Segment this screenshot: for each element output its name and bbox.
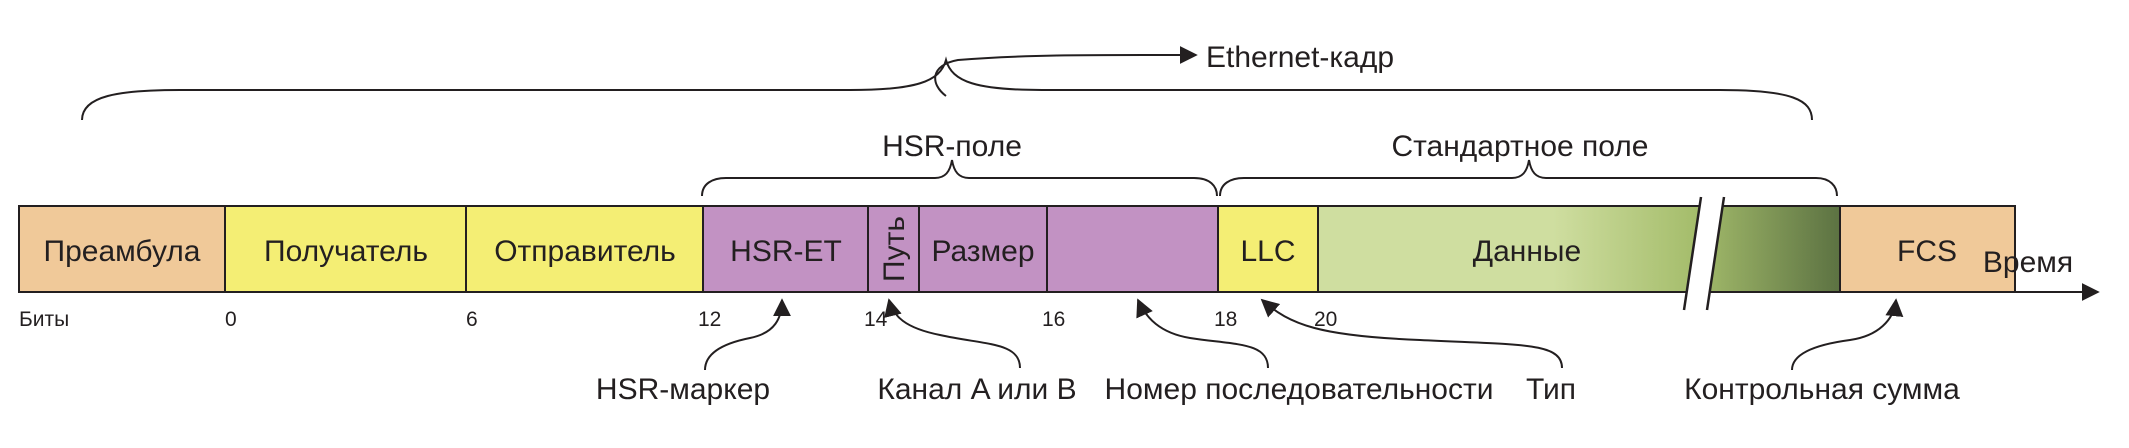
type-pointer: [1260, 298, 1563, 369]
channel-label: Канал A или B: [877, 373, 1076, 406]
tick-label: 20: [1314, 308, 1337, 331]
hsr-marker-pointer: [704, 298, 791, 371]
data-label: Данные: [1473, 235, 1581, 268]
sender-field: [465, 205, 704, 293]
fcs-label: FCS: [1897, 235, 1957, 268]
data-break-line-left: [1682, 196, 1703, 311]
hsr-field-brace: [701, 159, 1218, 197]
checksum-pointer: [1791, 298, 1904, 371]
sequence-number-field: [1046, 205, 1219, 293]
fcs-field: [1839, 205, 2016, 293]
bits-label: Биты: [19, 308, 69, 331]
tick-label: 6: [466, 308, 478, 331]
checksum-label: Контрольная сумма: [1684, 373, 1960, 406]
path-label: Путь: [878, 216, 911, 282]
data-field: [1317, 205, 1841, 293]
sequence-number-label: Номер последовательности: [1105, 373, 1494, 406]
sequence-number-pointer: [1136, 298, 1269, 369]
ethernet-frame-arrow: [934, 45, 1198, 97]
ethernet-frame-label: Ethernet-кадр: [1206, 41, 1394, 74]
hsr-marker-label: HSR-маркер: [596, 373, 770, 406]
hsr-et-label: HSR-ET: [730, 235, 842, 268]
tick-label: 18: [1214, 308, 1237, 331]
type-label: Тип: [1526, 373, 1576, 406]
standard-field-label: Стандартное поле: [1391, 130, 1648, 163]
llc-label: LLC: [1240, 235, 1295, 268]
standard-field-brace: [1219, 159, 1838, 197]
receiver-label: Получатель: [264, 235, 428, 268]
channel-pointer: [884, 298, 1021, 369]
time-axis-label: Время: [1983, 246, 2073, 279]
data-break-gap: [1684, 197, 1724, 310]
size-field: [918, 205, 1048, 293]
tick-label: 0: [225, 308, 237, 331]
hsr-field-label: HSR-поле: [882, 130, 1022, 163]
data-break-line-right: [1705, 196, 1726, 311]
tick-label: 16: [1042, 308, 1065, 331]
preamble-label: Преамбула: [44, 235, 201, 268]
sender-label: Отправитель: [494, 235, 676, 268]
size-label: Размер: [931, 235, 1034, 268]
tick-label: 12: [698, 308, 721, 331]
receiver-field: [224, 205, 467, 293]
ethernet-frame-brace: [81, 56, 1813, 121]
tick-label: 14: [864, 308, 888, 331]
